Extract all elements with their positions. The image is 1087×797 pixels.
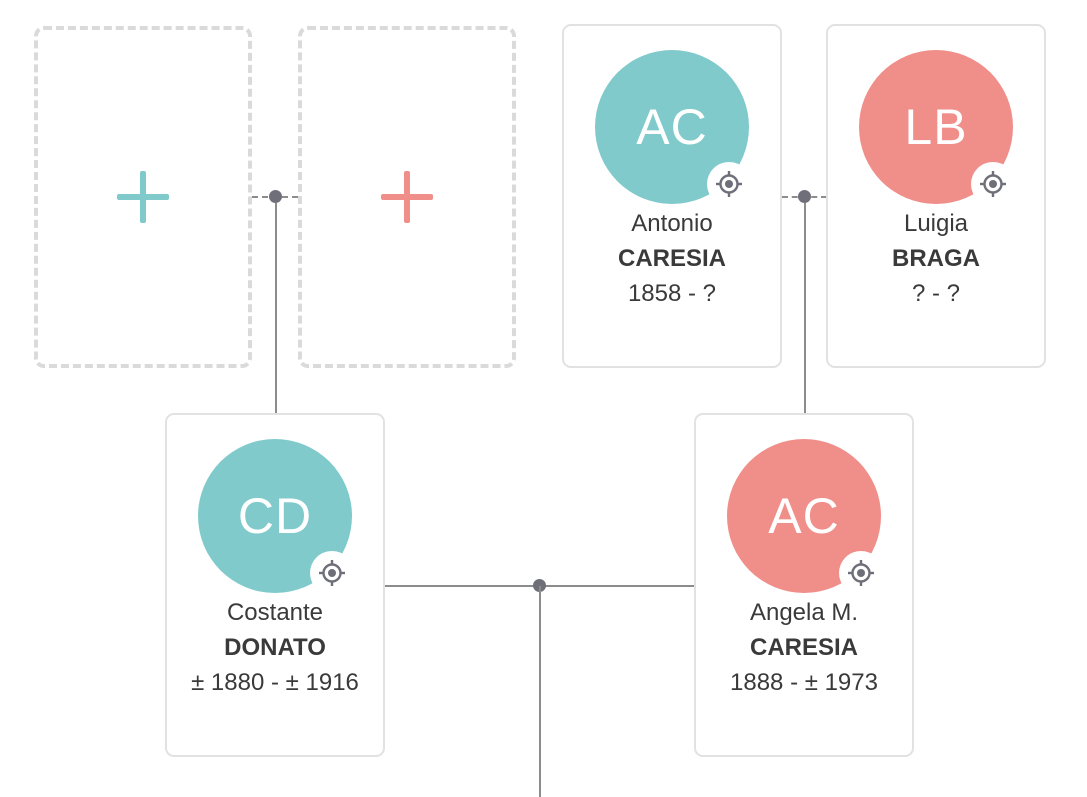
descent-line-left — [275, 203, 277, 414]
couple-junction-dot — [533, 579, 546, 592]
person-family-name: DONATO — [224, 634, 326, 661]
person-life-dates: 1888 - ± 1973 — [730, 669, 878, 696]
person-life-dates: ? - ? — [911, 280, 961, 307]
person-card-luigia-braga[interactable]: LB Luigia BRAGA ? - ? — [826, 24, 1046, 368]
add-mother-placeholder[interactable] — [298, 26, 516, 368]
focus-target-icon[interactable] — [839, 551, 883, 595]
person-given-name: Antonio — [631, 210, 713, 237]
avatar: AC — [727, 439, 883, 595]
avatar-initials: AC — [768, 488, 840, 544]
avatar: CD — [198, 439, 354, 595]
descent-line-children — [539, 586, 541, 797]
person-given-name: Costante — [226, 599, 324, 626]
person-family-name: CARESIA — [749, 634, 858, 661]
person-card-antonio-caresia[interactable]: AC Antonio CARESIA 1858 - ? — [562, 24, 782, 368]
focus-target-icon[interactable] — [971, 162, 1015, 206]
avatar: AC — [595, 50, 751, 206]
focus-target-icon[interactable] — [707, 162, 751, 206]
add-father-placeholder[interactable] — [34, 26, 252, 368]
plus-icon — [117, 171, 169, 223]
couple-junction-dot — [269, 190, 282, 203]
avatar-initials: CD — [237, 488, 313, 544]
person-given-name: Luigia — [903, 210, 969, 237]
person-family-name: CARESIA — [617, 245, 726, 272]
couple-junction-dot — [798, 190, 811, 203]
descent-line-right — [804, 203, 806, 414]
person-given-name: Angela M. — [749, 599, 859, 626]
person-life-dates: 1858 - ? — [627, 280, 717, 307]
focus-target-icon[interactable] — [310, 551, 354, 595]
person-card-costante-donato[interactable]: CD Costante DONATO ± 1880 - ± 1916 — [165, 413, 385, 757]
avatar-initials: LB — [904, 99, 968, 155]
person-card-angela-caresia[interactable]: AC Angela M. CARESIA 1888 - ± 1973 — [694, 413, 914, 757]
avatar-initials: AC — [636, 99, 708, 155]
avatar: LB — [859, 50, 1015, 206]
person-family-name: BRAGA — [892, 245, 980, 272]
plus-icon — [381, 171, 433, 223]
person-life-dates: ± 1880 - ± 1916 — [191, 669, 359, 696]
